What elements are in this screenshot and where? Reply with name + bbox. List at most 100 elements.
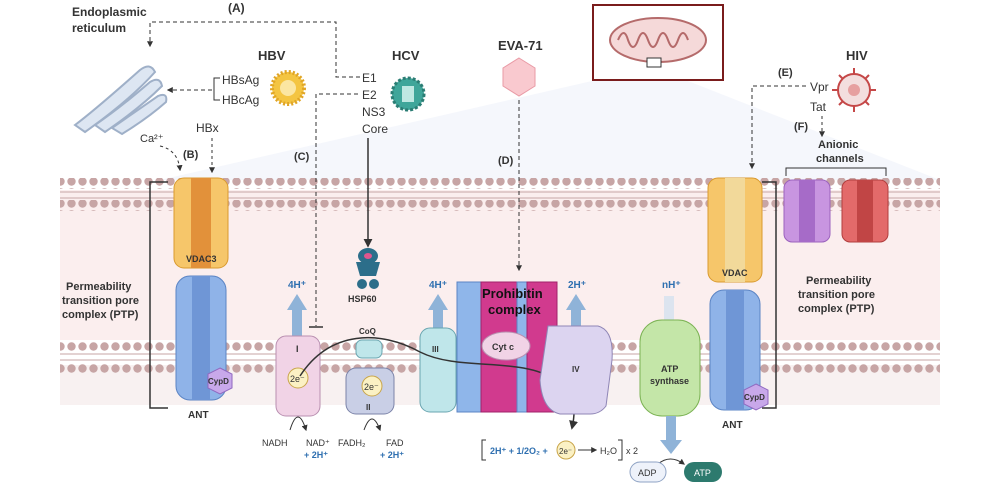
complex-i-electrons-label: 2e⁻ bbox=[290, 374, 305, 384]
adp-to-atp-arrow bbox=[657, 458, 685, 465]
proton-arrow-complex-iii bbox=[428, 294, 448, 340]
vdac3-channel bbox=[173, 177, 229, 269]
complex-iii bbox=[419, 327, 457, 413]
eva71-virus-icon bbox=[502, 57, 536, 97]
ns3-label: NS3 bbox=[362, 105, 386, 119]
prohibitin-label-line1: Prohibitin bbox=[482, 286, 543, 301]
eq-electrons: 2e⁻ bbox=[559, 447, 572, 456]
cypd-left bbox=[207, 367, 233, 395]
hbx-label: HBx bbox=[196, 121, 219, 135]
label-a: (A) bbox=[228, 1, 245, 15]
adp-badge bbox=[629, 461, 667, 483]
vpr-label: Vpr bbox=[810, 80, 829, 94]
mitochondrion-inset bbox=[592, 4, 724, 81]
ant-left-label: ANT bbox=[188, 410, 209, 421]
nad-label: NAD⁺ bbox=[306, 438, 330, 448]
complex-i-electrons bbox=[287, 367, 309, 389]
eq-x2: x 2 bbox=[626, 446, 638, 456]
calcium-label: Ca²⁺ bbox=[140, 133, 164, 145]
nadh-label: NADH bbox=[262, 438, 288, 448]
zoom-cone bbox=[160, 70, 940, 180]
proton-arrow-complex-i bbox=[287, 294, 307, 340]
complex-iv bbox=[539, 325, 613, 415]
complex-ii-electrons bbox=[361, 375, 383, 397]
coq-label: CoQ bbox=[359, 327, 376, 336]
cypd-left-label: CypD bbox=[208, 377, 229, 386]
fadh2-curve bbox=[363, 418, 382, 432]
ant-right-label: ANT bbox=[722, 420, 743, 431]
prohibitin-label-line2: complex bbox=[488, 302, 542, 317]
er-label-line1: Endoplasmic bbox=[72, 5, 147, 19]
hiv-label: HIV bbox=[846, 48, 868, 63]
ant-right-channel bbox=[709, 289, 761, 411]
hsp60-protein bbox=[356, 248, 380, 289]
label-d: (D) bbox=[498, 155, 514, 167]
ptp-left-line2: transition pore bbox=[62, 295, 139, 307]
eva71-label: EVA-71 bbox=[498, 38, 543, 53]
eq-left-text: 2H⁺ + 1/2O₂ + bbox=[490, 446, 548, 456]
hsp60-label: HSP60 bbox=[348, 294, 377, 304]
atp-synthase-label-line2: synthase bbox=[650, 376, 689, 386]
proton-label-4h-a: 4H⁺ bbox=[288, 280, 306, 291]
ptp-left-line1: Permeability bbox=[66, 281, 132, 293]
adp-label: ADP bbox=[638, 468, 657, 478]
anionic-label-line2: channels bbox=[816, 153, 864, 165]
hbv-virus-icon bbox=[270, 70, 306, 106]
vdac-channel bbox=[707, 177, 763, 283]
ptp-left-line3: complex (PTP) bbox=[62, 309, 139, 321]
vdac-label: VDAC bbox=[722, 268, 748, 278]
vdac3-label: VDAC3 bbox=[186, 254, 217, 264]
hbcag-label: HBcAg bbox=[222, 93, 259, 107]
label-b: (B) bbox=[183, 149, 199, 161]
proton-label-4h-b: 4H⁺ bbox=[429, 280, 447, 291]
cypd-right-label: CypD bbox=[744, 393, 765, 402]
hcv-to-er-arrow bbox=[147, 21, 360, 78]
proton-arrow-atp-synthase bbox=[660, 416, 682, 454]
ant-left-channel bbox=[175, 275, 227, 401]
water-equation: 2H⁺ + 1/2O₂ + 2e⁻ H₂O x 2 bbox=[481, 439, 638, 461]
ptp-left-bracket bbox=[149, 181, 168, 409]
e2-label: E2 bbox=[362, 88, 377, 102]
hcv-virus-icon bbox=[390, 76, 426, 112]
proton-label-nh: nH⁺ bbox=[662, 280, 681, 291]
cytochrome-c bbox=[481, 331, 531, 361]
coq bbox=[355, 339, 383, 359]
ptp-right-line1: Permeability bbox=[806, 275, 872, 287]
tat-label: Tat bbox=[810, 100, 827, 114]
eq-h2o: H₂O bbox=[600, 446, 617, 456]
proton-flow-atp bbox=[664, 296, 674, 320]
e1-label: E1 bbox=[362, 71, 377, 85]
complex-i-2h-label: + 2H⁺ bbox=[304, 450, 328, 460]
hcv-label: HCV bbox=[392, 48, 420, 63]
complex-iii-label: III bbox=[432, 345, 439, 354]
complex-ii-electrons-label: 2e⁻ bbox=[364, 382, 379, 392]
label-c: (C) bbox=[294, 151, 310, 163]
complex-iv-label: IV bbox=[572, 365, 580, 374]
complex-i-label: I bbox=[296, 344, 299, 354]
vpr-to-vdac-arrow bbox=[749, 85, 806, 170]
ptp-right-line2: transition pore bbox=[798, 289, 875, 301]
anionic-channel-purple bbox=[783, 179, 831, 243]
complex-ii-label: II bbox=[366, 403, 370, 412]
proton-label-2h: 2H⁺ bbox=[568, 280, 586, 291]
label-e: (E) bbox=[778, 67, 793, 79]
ptp-right-line3: complex (PTP) bbox=[798, 303, 875, 315]
nadh-curve bbox=[289, 416, 308, 432]
atp-synthase-label-line1: ATP bbox=[661, 364, 678, 374]
atp-badge bbox=[684, 462, 722, 482]
hcv-to-complex-i-line bbox=[315, 93, 358, 326]
proton-arrow-complex-iv bbox=[566, 294, 586, 340]
ptp-right-bracket bbox=[762, 181, 777, 409]
cypd-right bbox=[743, 383, 769, 411]
core-label: Core bbox=[362, 122, 388, 136]
hbsag-label: HBsAg bbox=[222, 73, 259, 87]
fad-label: FAD bbox=[386, 438, 404, 448]
anionic-label-line1: Anionic bbox=[818, 139, 858, 151]
calcium-arrow bbox=[159, 145, 183, 172]
anionic-channel-red bbox=[841, 179, 889, 243]
label-f: (F) bbox=[794, 121, 808, 133]
atp-label: ATP bbox=[694, 468, 711, 478]
er-label-line2: reticulum bbox=[72, 21, 126, 35]
cytc-label: Cyt c bbox=[492, 342, 514, 352]
